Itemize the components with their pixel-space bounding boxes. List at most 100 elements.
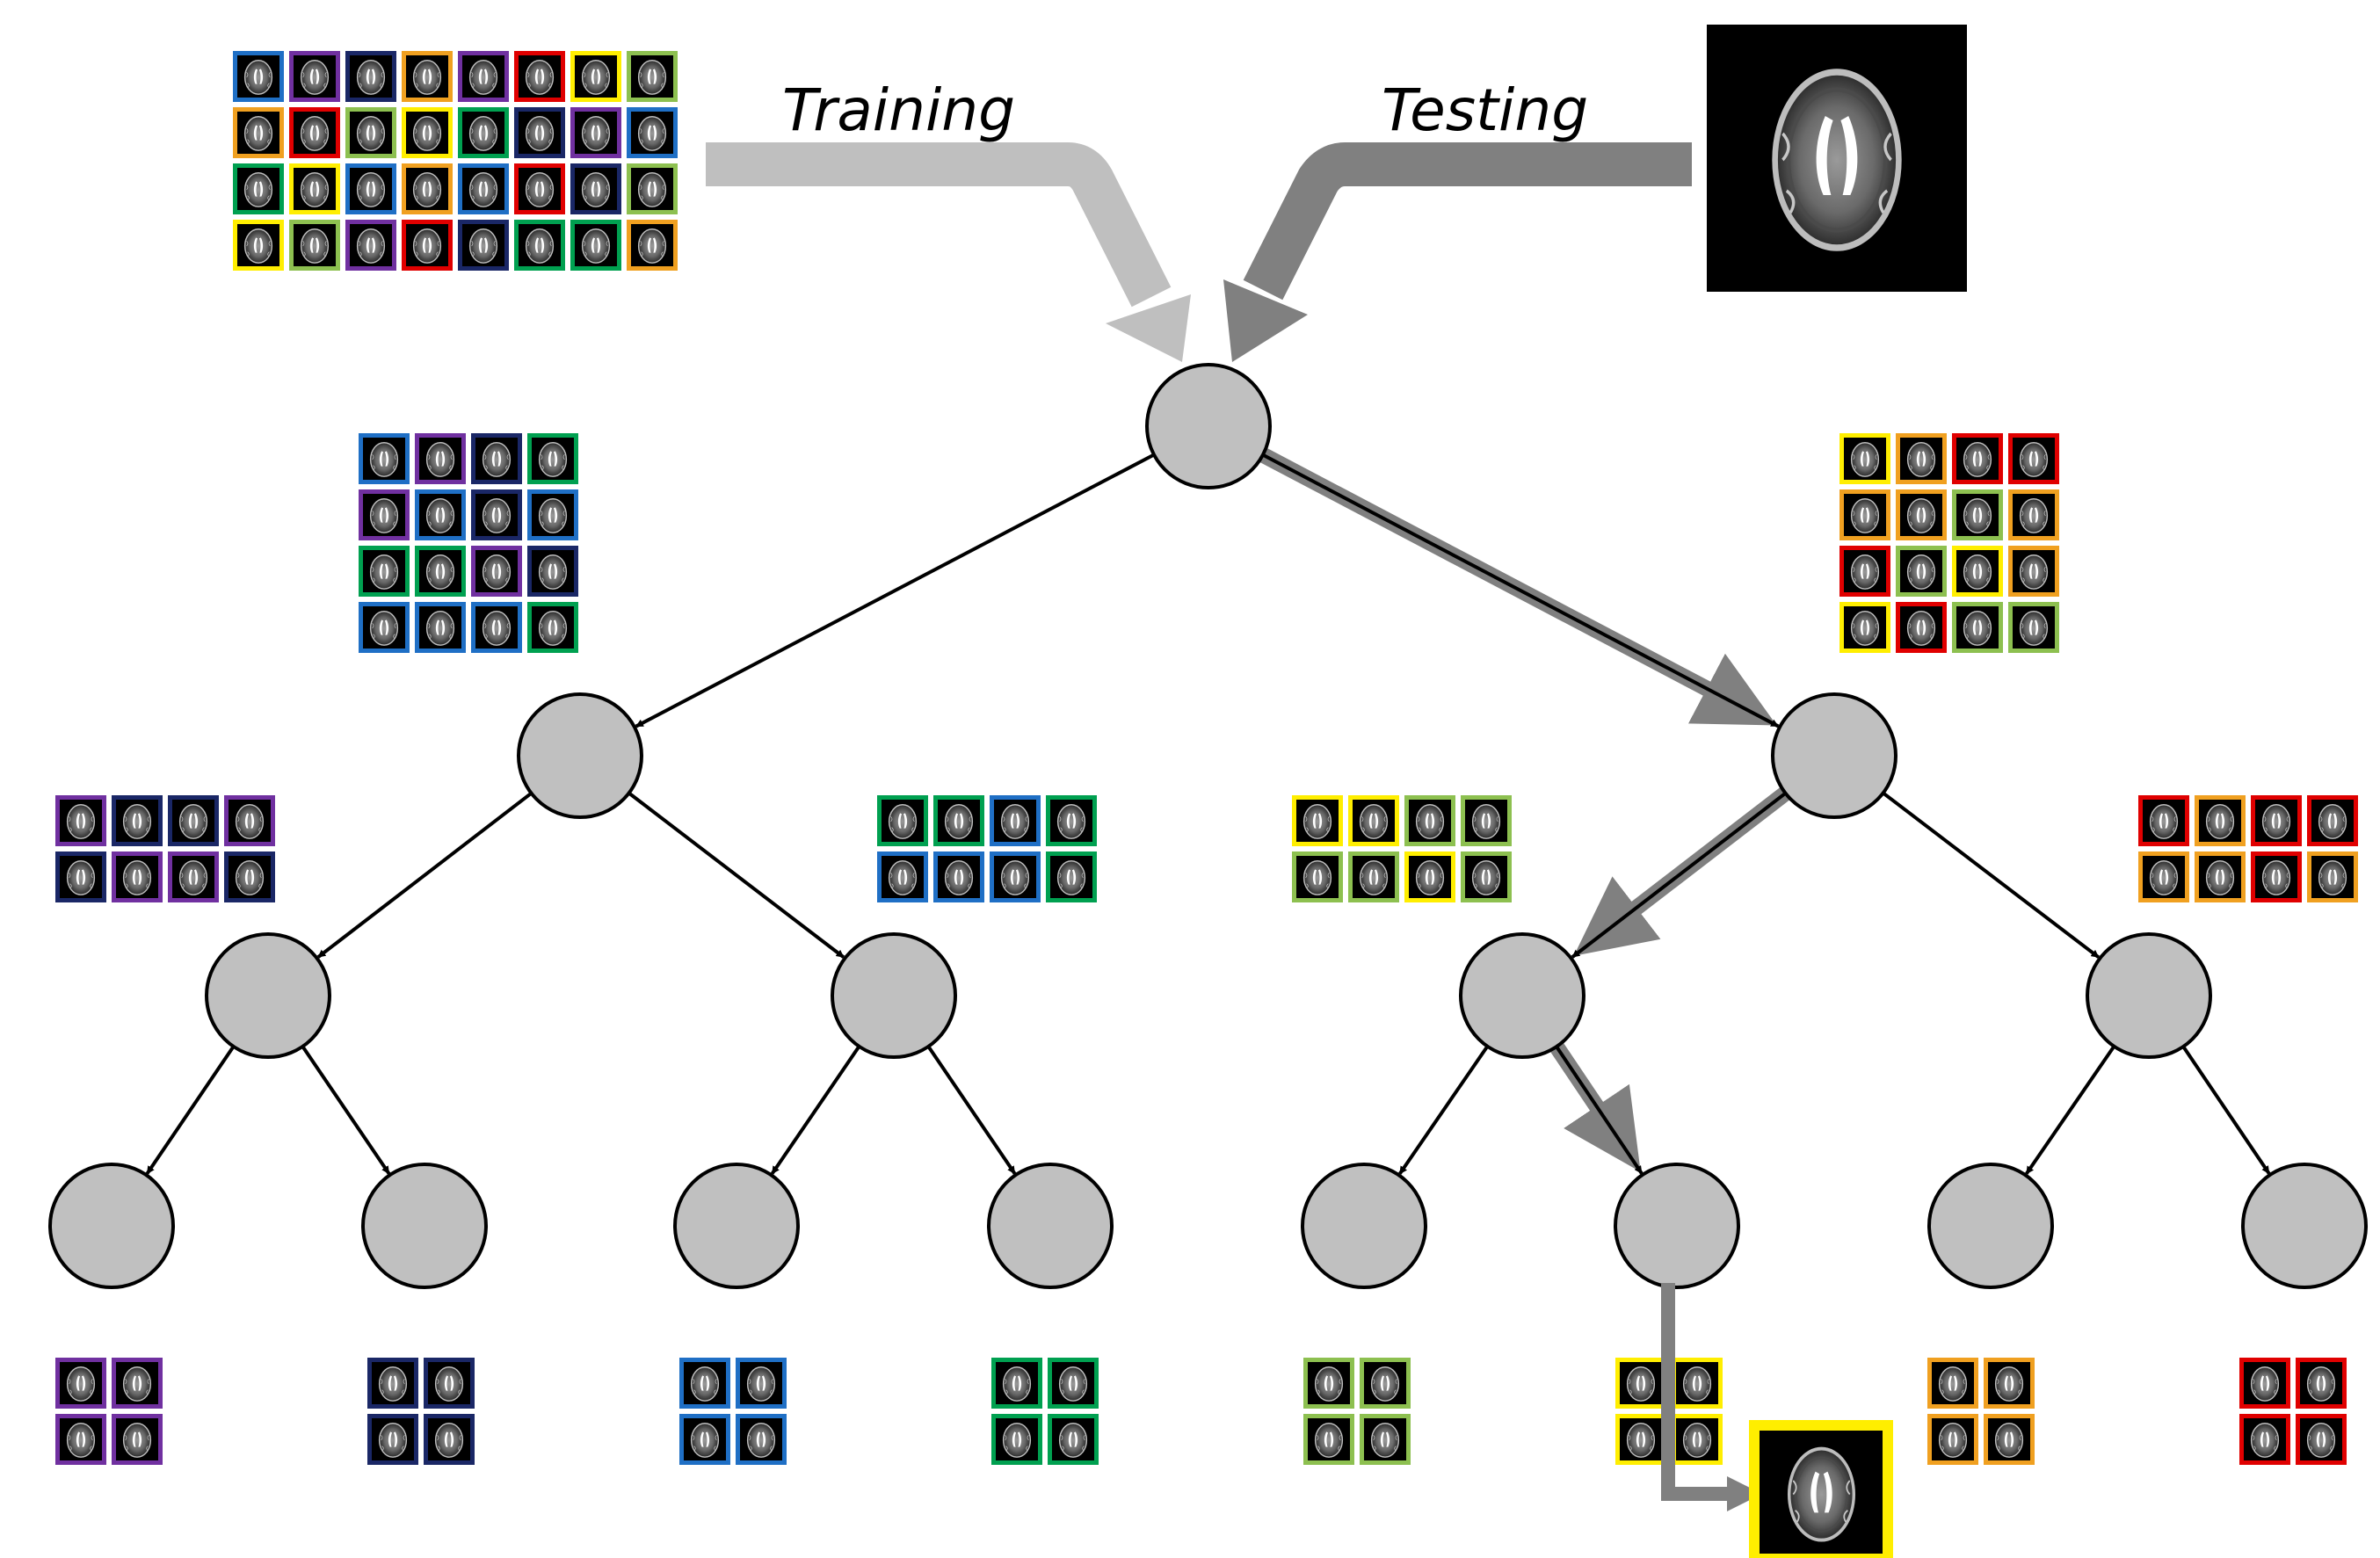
mri-thumbnail [112,1358,163,1409]
test-mri-image [1707,25,1967,292]
mri-thumbnail [1839,546,1890,597]
mri-thumbnail [991,1358,1042,1409]
mri-thumbnail [527,489,578,540]
mri-thumbnail [933,851,984,902]
mri-thumbnail [1404,795,1455,846]
tree-edge [635,453,1155,728]
mri-thumbnail [2195,795,2246,846]
mri-thumbnail [471,602,522,653]
mri-thumbnail [415,489,466,540]
mri-thumbnail [2307,795,2358,846]
mri-thumbnail [345,51,396,102]
leaf-node [1927,1163,2054,1289]
tree-edge [316,792,533,959]
mri-thumbnail [458,51,509,102]
mri-thumbnail [1292,851,1343,902]
tree-edge [1555,1045,1644,1175]
mri-thumbnail [367,1414,418,1465]
mri-thumbnail [990,851,1041,902]
mri-thumbnail [1896,602,1947,653]
mri-thumbnail [55,795,106,846]
mri-thumbnail [1461,795,1512,846]
tree-nodes [48,363,2368,1289]
mri-thumbnail [933,795,984,846]
mri-thumbnail [991,1414,1042,1465]
split-node [205,932,331,1059]
mri-thumbnail [514,163,565,214]
testing-arrow [1223,142,1692,362]
mri-thumbnail [877,795,928,846]
mri-thumbnail [1839,602,1890,653]
mri-thumbnail [2195,851,2246,902]
mri-thumbnail [345,107,396,158]
tree-edge [1571,792,1787,959]
mri-thumbnail [112,1414,163,1465]
mri-thumbnail [736,1414,787,1465]
mri-thumbnail [2251,851,2302,902]
mri-thumbnail [2307,851,2358,902]
tree-edge [145,1045,236,1175]
mri-thumbnail [415,546,466,597]
mri-thumbnail [458,163,509,214]
split-node [2086,932,2212,1059]
mri-thumbnail [1839,433,1890,484]
mri-thumbnail [168,795,219,846]
mri-thumbnail [402,51,453,102]
mri-thumbnail [627,220,678,271]
mri-thumbnail [289,107,340,158]
mri-thumbnail [2239,1358,2290,1409]
mri-thumbnail [224,851,275,902]
mri-thumbnail [458,107,509,158]
mri-thumbnail [1927,1358,1978,1409]
mri-thumbnail [402,107,453,158]
mri-thumbnail [289,51,340,102]
mri-thumbnail [514,51,565,102]
mri-thumbnail [289,220,340,271]
mri-thumbnail [345,220,396,271]
tree-edge [926,1045,1017,1175]
leaf-node [1301,1163,1427,1289]
tree-edge [1262,453,1780,728]
leaf-node [987,1163,1114,1289]
mri-thumbnail [1348,851,1399,902]
mri-thumbnail [415,433,466,484]
mri-thumbnail [2296,1358,2347,1409]
mri-thumbnail [233,51,284,102]
group-right [1839,433,2059,653]
mri-thumbnail [112,795,163,846]
leaf-group [1615,1358,1723,1465]
mri-thumbnail [424,1358,475,1409]
group-level2 [55,795,275,902]
mri-thumbnail [402,220,453,271]
group-level2 [877,795,1097,902]
tree-edge [628,791,845,959]
mri-thumbnail [1896,489,1947,540]
mri-thumbnail [1952,602,2003,653]
group-level2 [1292,795,1512,902]
mri-thumbnail [2239,1414,2290,1465]
mri-thumbnail [359,433,410,484]
mri-thumbnail [1048,1358,1099,1409]
mri-thumbnail [570,51,621,102]
mri-thumbnail [1292,795,1343,846]
tree-edges [145,447,2271,1175]
mri-thumbnail [679,1414,730,1465]
tree-edge [2025,1045,2116,1175]
mri-thumbnail [1360,1358,1411,1409]
mri-thumbnail [2008,602,2059,653]
leaf-group [991,1358,1099,1465]
tree-edge [770,1045,861,1175]
mri-thumbnail [527,546,578,597]
mri-thumbnail [627,51,678,102]
group-level2 [2138,795,2358,902]
mri-thumbnail [1048,1414,1099,1465]
split-node [831,932,957,1059]
mri-thumbnail [877,851,928,902]
mri-thumbnail [570,220,621,271]
training-set-grid [233,51,678,271]
mri-thumbnail [2008,433,2059,484]
mri-thumbnail [1672,1358,1723,1409]
mri-thumbnail [289,163,340,214]
mri-thumbnail [55,851,106,902]
tree-edge [2181,1045,2271,1175]
